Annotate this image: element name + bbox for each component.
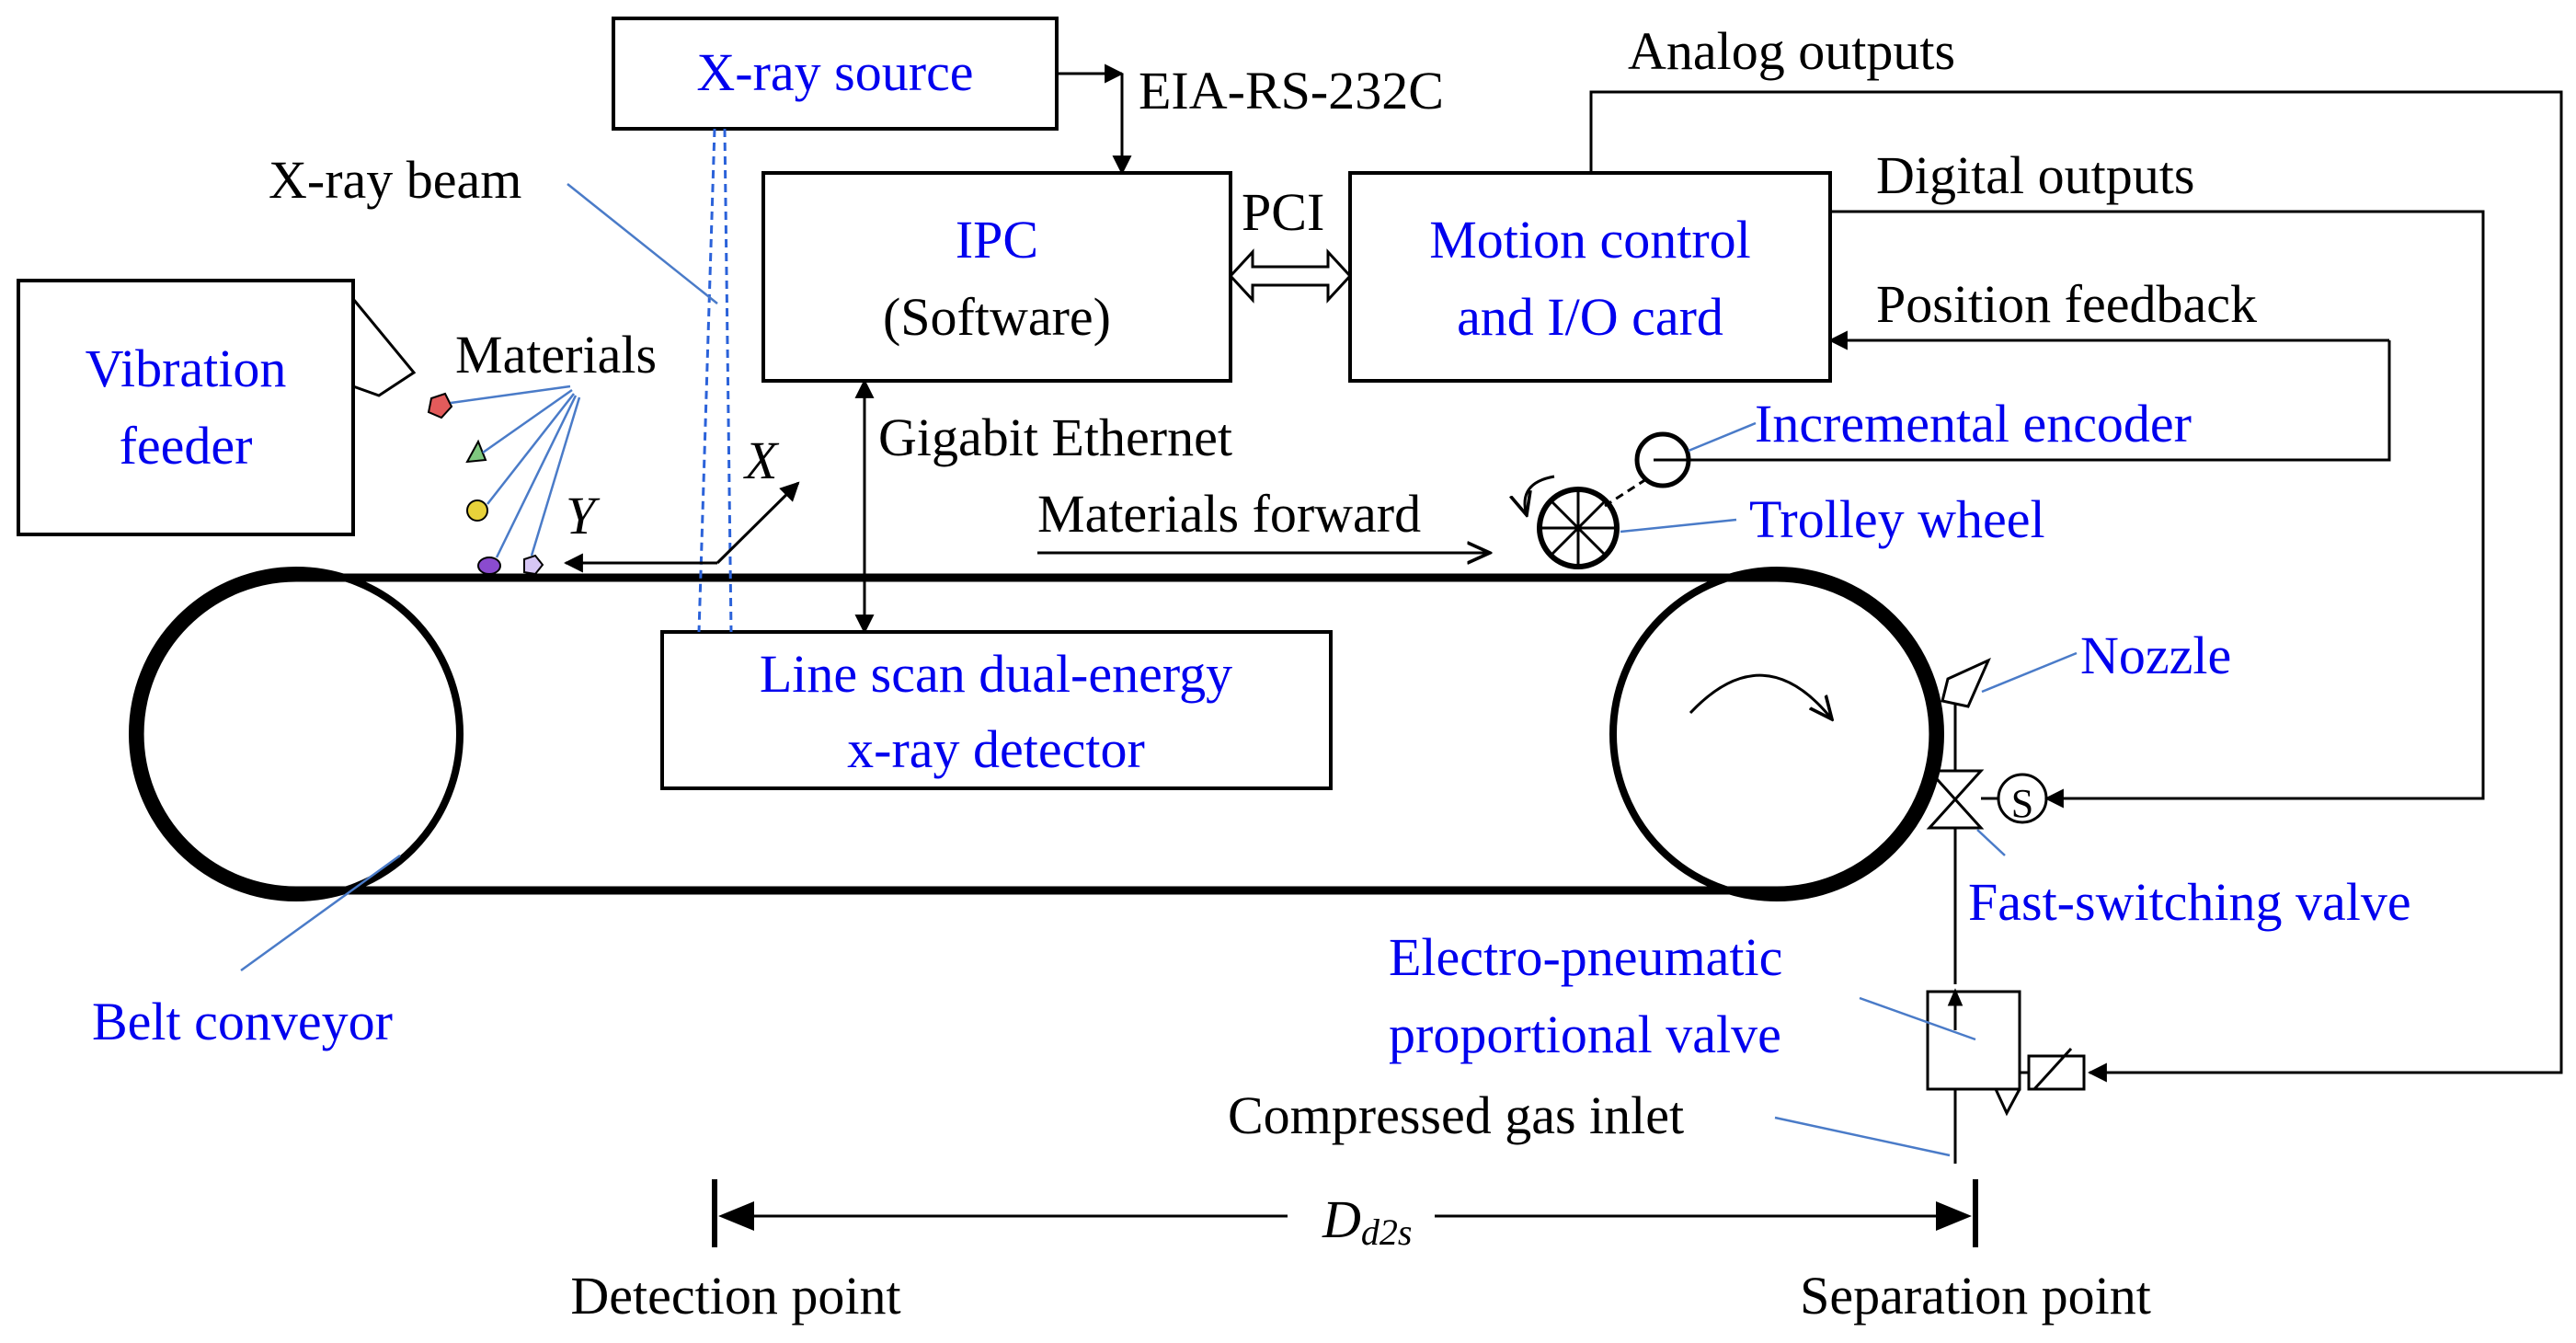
separation-point-label: Separation point <box>1800 1266 2151 1326</box>
left-drum <box>129 567 464 901</box>
encoder-leader <box>1688 421 1757 453</box>
eia-label: EIA-RS-232C <box>1139 61 1444 121</box>
position-feedback-line <box>1654 340 2391 462</box>
materials-leader-2 <box>482 388 573 454</box>
fsv-label: Fast-switching valve <box>1968 872 2411 932</box>
ipc-software-label: (Software) <box>883 287 1111 347</box>
trolley-wheel <box>1537 487 1620 569</box>
axis-y-label: Y <box>566 486 601 545</box>
solenoid-icon <box>1997 773 2048 824</box>
detector-box <box>660 630 1333 790</box>
motion-card-label-1: Motion control <box>1429 210 1751 270</box>
pci-bus-arrow <box>1228 248 1353 304</box>
belt-conveyor <box>129 567 1944 901</box>
vibration-feeder-box <box>17 279 355 536</box>
solenoid-label: S <box>2011 781 2033 826</box>
ipc-box <box>761 171 1232 383</box>
belt-leader <box>240 854 401 972</box>
materials-leader-4 <box>495 395 578 558</box>
materials-leader-1 <box>450 385 571 405</box>
xray-source-label: X-ray source <box>696 42 973 102</box>
encoder-label: Incremental encoder <box>1755 394 2192 453</box>
gas-inlet-leader <box>1774 1116 1951 1157</box>
materials-leader-5 <box>530 396 581 557</box>
axis-x-arrow <box>716 481 800 565</box>
analog-outputs-label: Analog outputs <box>1628 21 1955 81</box>
feeder-label-2: feeder <box>120 416 253 476</box>
xray-beam-label: X-ray beam <box>269 150 521 210</box>
gas-inlet-label: Compressed gas inlet <box>1228 1085 1684 1145</box>
xray-beam-leader <box>567 183 718 304</box>
ipc-label: IPC <box>956 210 1038 270</box>
encoder-icon <box>1634 431 1691 488</box>
nozzle-leader <box>1981 651 2078 694</box>
digital-outputs-label: Digital outputs <box>1876 145 2194 205</box>
materials-group <box>427 385 581 576</box>
wheel-rotation-arrow <box>1525 475 1555 515</box>
analog-output-line <box>1589 90 2563 1083</box>
material-3 <box>466 499 488 522</box>
material-1 <box>427 392 453 419</box>
motion-card-box <box>1348 171 1832 383</box>
nozzle-label: Nozzle <box>2080 626 2231 685</box>
detector-label-2: x-ray detector <box>847 719 1145 779</box>
position-feedback-label: Position feedback <box>1876 274 2257 334</box>
fast-switching-valve-icon <box>1926 769 2048 984</box>
material-4 <box>477 557 501 575</box>
belt-label: Belt conveyor <box>92 992 393 1051</box>
trolley-leader <box>1620 518 1737 534</box>
encoder-coupling <box>1604 477 1647 508</box>
feeder-chute <box>351 298 417 397</box>
distance-subscript: d2s <box>1361 1211 1413 1253</box>
detection-point-label: Detection point <box>570 1266 900 1326</box>
nozzle-icon <box>1941 658 1991 771</box>
belt-loop <box>135 573 1938 895</box>
axis-x-label: X <box>743 430 780 490</box>
ep-valve-icon <box>1926 988 2086 1117</box>
materials-label: Materials <box>455 325 657 385</box>
right-drum <box>1609 567 1944 901</box>
digital-output-line <box>1830 210 2485 809</box>
drum-rotation-arrow <box>1689 673 1832 719</box>
fsv-leader <box>1976 829 2006 856</box>
xray-beam-line-1 <box>697 128 716 633</box>
distance-arrowhead-right <box>1936 1201 1972 1231</box>
ep-valve-leader <box>1859 996 1976 1041</box>
distance-label: Dd2s <box>1322 1189 1412 1253</box>
feeder-label-1: Vibration <box>86 339 287 398</box>
materials-leader-3 <box>487 393 575 505</box>
material-5 <box>523 554 544 576</box>
detector-label-1: Line scan dual-energy <box>760 644 1232 704</box>
distance-main: D <box>1322 1189 1361 1249</box>
material-2 <box>465 439 487 464</box>
gigabit-label: Gigabit Ethernet <box>878 407 1232 467</box>
ep-valve-label-2: proportional valve <box>1389 1004 1781 1064</box>
distance-arrowhead-left <box>718 1201 754 1231</box>
ep-valve-label-1: Electro-pneumatic <box>1389 927 1782 987</box>
xray-source-box <box>612 17 1059 131</box>
trolley-label: Trolley wheel <box>1749 489 2045 549</box>
materials-forward-label: Materials forward <box>1037 484 1421 544</box>
motion-card-label-2: and I/O card <box>1457 287 1723 347</box>
xray-beam-line-2 <box>723 128 733 633</box>
eia-connection <box>1058 74 1122 173</box>
pci-label: PCI <box>1242 182 1324 242</box>
